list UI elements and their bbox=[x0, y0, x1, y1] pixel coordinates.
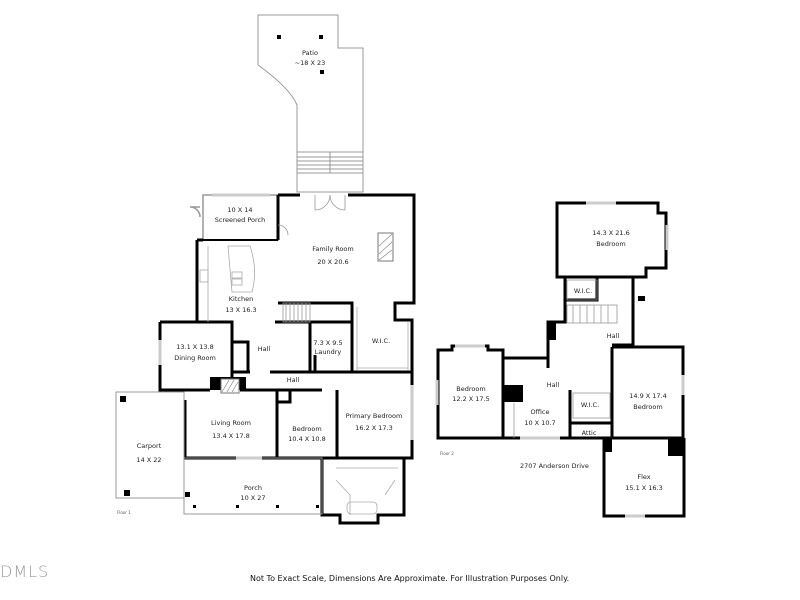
chimney bbox=[504, 385, 523, 402]
room-label-wic-2: W.I.C. bbox=[573, 287, 593, 295]
disclaimer-text: Not To Exact Scale, Dimensions Are Appro… bbox=[250, 574, 570, 583]
floor1-label: Floor 1 bbox=[117, 510, 131, 515]
property-address: 2707 Anderson Drive bbox=[520, 462, 589, 470]
room-label-hall-2: Hall bbox=[286, 376, 300, 384]
room-label-wic-1: W.I.C. bbox=[371, 337, 391, 345]
logo: DMLS bbox=[0, 562, 50, 581]
floor1-stairs bbox=[282, 302, 311, 323]
room-label-hall-1: Hall bbox=[257, 345, 271, 353]
posts bbox=[120, 396, 319, 508]
room-label-wic-3: W.I.C. bbox=[580, 401, 600, 409]
kitchen-island bbox=[199, 245, 255, 322]
room-label-attic: Attic bbox=[581, 429, 597, 437]
patio-outline bbox=[257, 14, 364, 193]
patio-posts bbox=[277, 35, 324, 74]
floor2-label: Floor 2 bbox=[440, 451, 454, 456]
room-label-patio: Patio~18 X 23 bbox=[294, 49, 326, 67]
room-label-hall-3: Hall bbox=[606, 332, 620, 340]
room-label-hall-4: Hall bbox=[546, 381, 560, 389]
carport-outline bbox=[115, 391, 185, 499]
floor2-stairs bbox=[566, 304, 618, 324]
